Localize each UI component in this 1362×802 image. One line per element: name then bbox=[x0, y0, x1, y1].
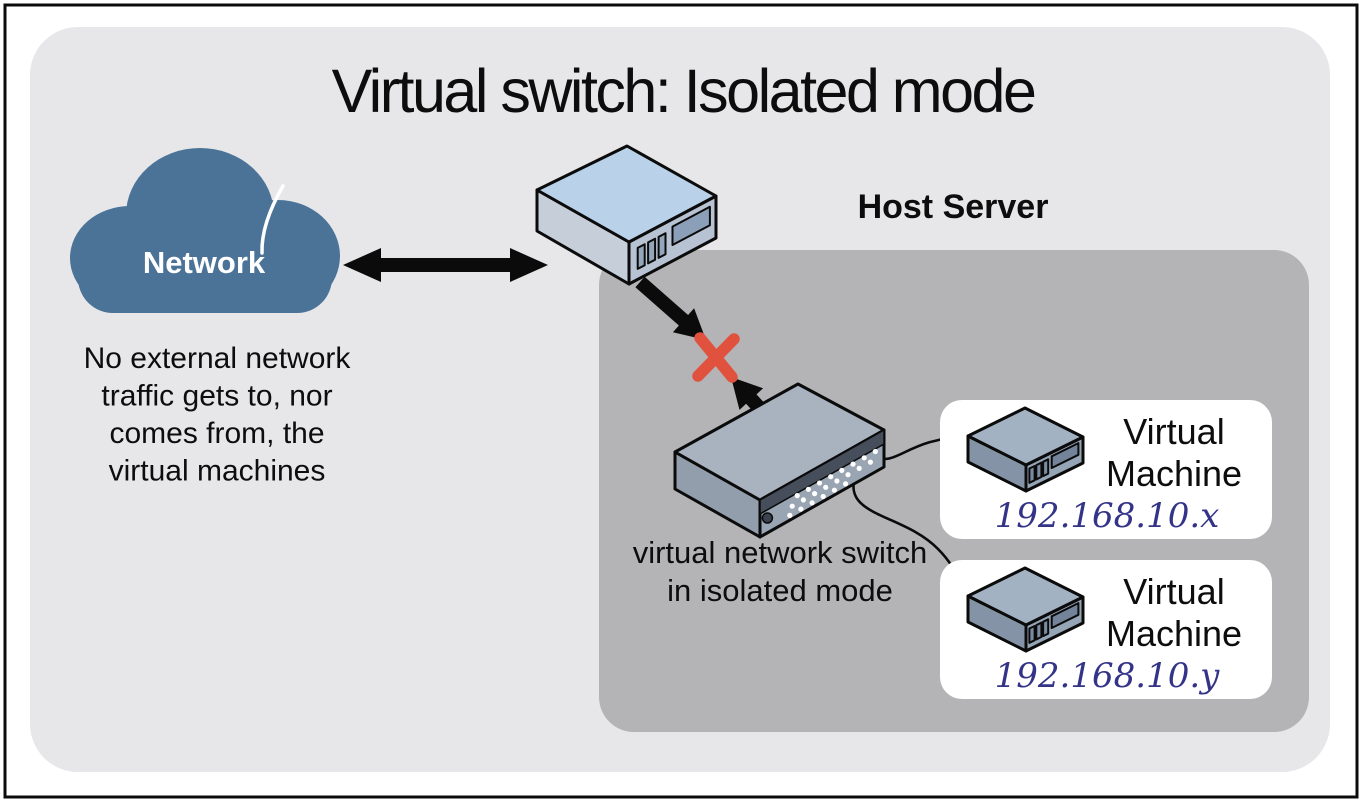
virtual-switch-icon bbox=[673, 382, 886, 539]
blocked-x-icon bbox=[692, 332, 740, 383]
note-line: comes from, the bbox=[109, 417, 324, 450]
host-server-label: Host Server bbox=[858, 188, 1049, 226]
note-line: traffic gets to, nor bbox=[101, 380, 332, 413]
vm2-ip-address: 192.168.10.y bbox=[995, 656, 1220, 696]
vm2-name-line2: Machine bbox=[1106, 613, 1242, 654]
vm1-name-line2: Machine bbox=[1106, 453, 1242, 494]
virtual-switch-label-line2: in isolated mode bbox=[667, 573, 893, 608]
physical-switch-icon bbox=[535, 144, 718, 286]
bidirectional-arrow-icon bbox=[343, 248, 548, 282]
virtual-switch-label-line1: virtual network switch bbox=[633, 535, 928, 570]
vm-card-2: Virtual Machine 192.168.10.y bbox=[940, 560, 1272, 699]
isolation-note: No external network traffic gets to, nor… bbox=[84, 342, 352, 488]
switch-port-leds bbox=[787, 448, 878, 519]
vm-device-icon bbox=[966, 406, 1085, 493]
note-line: virtual machines bbox=[109, 455, 326, 488]
vm-card-1: Virtual Machine 192.168.10.x bbox=[940, 400, 1272, 539]
note-line: No external network bbox=[84, 342, 352, 375]
network-cloud-icon bbox=[70, 148, 340, 313]
vm2-name-line1: Virtual bbox=[1123, 571, 1224, 612]
network-cloud-label: Network bbox=[143, 245, 266, 280]
page-title: Virtual switch: Isolated mode bbox=[332, 57, 1035, 125]
vm1-ip-address: 192.168.10.x bbox=[995, 496, 1220, 536]
vm1-name-line1: Virtual bbox=[1123, 411, 1224, 452]
downlink-arrow-icon bbox=[635, 276, 706, 340]
